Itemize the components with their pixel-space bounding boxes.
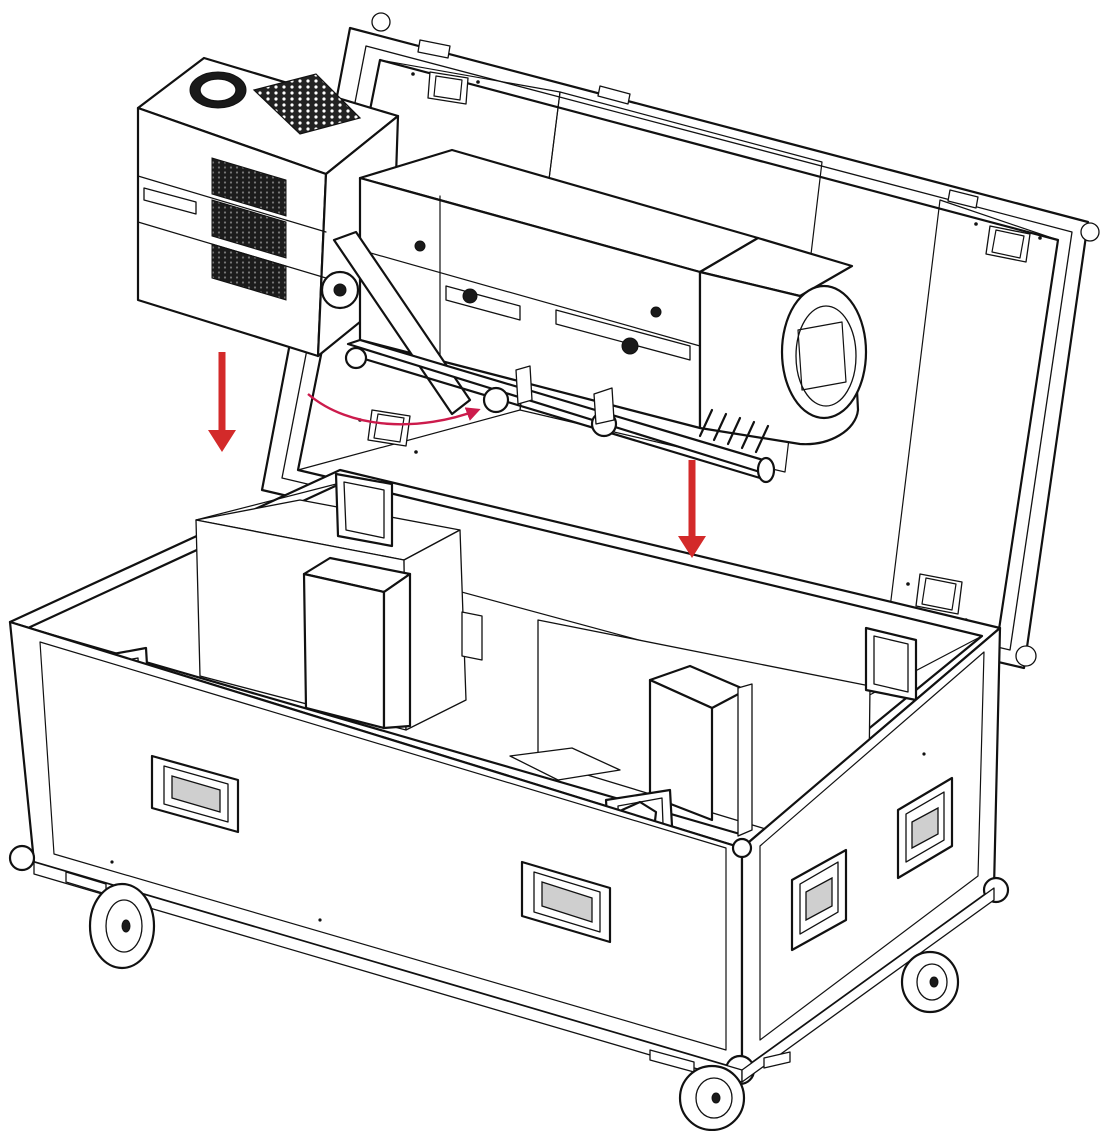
casters (65, 871, 960, 1131)
placement-arrows (208, 352, 706, 558)
lid-foam-pads (367, 71, 1031, 615)
profile-spotlight (70, 56, 868, 484)
recessed-handles (150, 754, 954, 952)
shutter-handles (698, 408, 770, 454)
down-arrow-icon (678, 460, 706, 558)
case-body (8, 620, 1010, 1086)
curved-arrow-icon (307, 393, 481, 426)
down-arrow-icon (208, 352, 236, 452)
case-interior (8, 468, 1002, 872)
